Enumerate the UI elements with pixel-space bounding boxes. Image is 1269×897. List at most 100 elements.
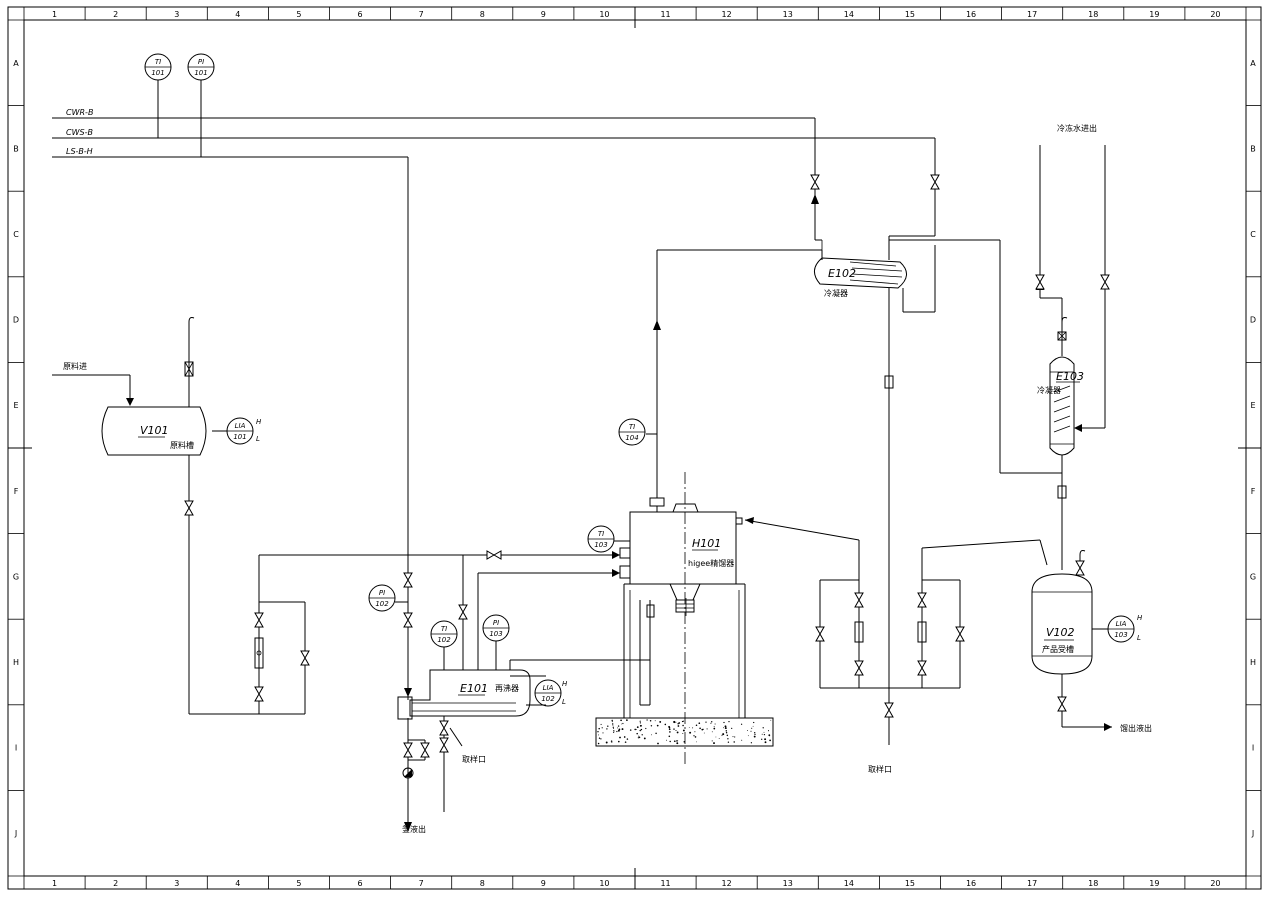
svg-text:H: H	[562, 680, 568, 688]
grid-col-top: 6	[358, 10, 363, 19]
instrument-lia103[interactable]: LIA 103 H L	[1092, 614, 1143, 643]
gate-valve[interactable]	[403, 572, 413, 588]
gate-valve[interactable]	[917, 660, 927, 676]
grid-row-right: G	[1250, 572, 1256, 581]
instrument-lia102[interactable]: LIA 102 H L	[509, 660, 568, 707]
gate-valve[interactable]	[955, 626, 965, 642]
grid-col-top: 10	[599, 10, 609, 19]
grid-row-left: D	[13, 316, 19, 325]
grid-col-top: 9	[541, 10, 546, 19]
grid-row-left: G	[13, 572, 19, 581]
grid-col-top: 8	[480, 10, 485, 19]
condenser-e103[interactable]: E103 冷凝器	[1037, 317, 1084, 571]
instrument-pi102[interactable]: PI 102	[368, 584, 408, 612]
v101-tag: V101	[140, 424, 169, 437]
grid-row-left: A	[13, 59, 19, 68]
e102-cooling	[811, 118, 1062, 474]
higee-h101[interactable]: H101 higee精馏器	[619, 472, 743, 765]
gate-valve[interactable]	[815, 626, 825, 642]
svg-text:102: 102	[437, 636, 451, 644]
cws-line-label: CWS-B	[66, 128, 93, 137]
grid-row-right: I	[1252, 744, 1254, 753]
gate-valve[interactable]	[930, 174, 940, 190]
gate-valve[interactable]	[1075, 560, 1085, 576]
gate-valve[interactable]	[917, 592, 927, 608]
instrument-pi103[interactable]: PI 103	[482, 614, 510, 670]
grid-col-top: 14	[844, 10, 854, 19]
grid-row-right: D	[1250, 316, 1256, 325]
svg-text:101: 101	[233, 433, 246, 441]
grid-col-bottom: 15	[905, 879, 915, 888]
e103-tag: E103	[1056, 370, 1084, 383]
grid-row-right: J	[1251, 829, 1254, 838]
gate-valve[interactable]	[884, 702, 894, 718]
gate-valve[interactable]	[300, 650, 310, 666]
gate-valve[interactable]	[403, 742, 413, 758]
grid-row-right: B	[1250, 144, 1256, 153]
instrument-ti101[interactable]: TI 101	[144, 53, 172, 81]
grid-col-top: 4	[235, 10, 240, 19]
svg-text:L: L	[256, 435, 260, 443]
gate-valve[interactable]	[254, 612, 264, 628]
grid-col-top: 7	[419, 10, 424, 19]
grid-col-bottom: 18	[1088, 879, 1098, 888]
h101-tag: H101	[692, 537, 721, 550]
instrument-pi101[interactable]: PI 101	[187, 53, 215, 81]
gate-valve[interactable]	[854, 660, 864, 676]
condenser-e102[interactable]: E102 冷凝器	[814, 257, 907, 298]
gate-valve[interactable]	[184, 500, 194, 516]
grid-row-left: E	[13, 401, 18, 410]
grid-col-top: 19	[1149, 10, 1159, 19]
grid-col-top: 16	[966, 10, 976, 19]
h101-stand	[595, 583, 774, 747]
vessel-v101[interactable]: V101 原料槽	[101, 406, 207, 456]
svg-text:PI: PI	[493, 619, 499, 627]
svg-text:TI: TI	[155, 58, 161, 66]
vessel-v102[interactable]: V102 产品受槽 馏出液出	[1031, 550, 1152, 734]
instrument-lia101[interactable]: LIA 101 H L	[212, 417, 262, 445]
svg-text:TI: TI	[629, 423, 635, 431]
instrument-ti102[interactable]: TI 102	[430, 620, 458, 670]
grid-col-bottom: 10	[599, 879, 609, 888]
gate-valve[interactable]	[854, 592, 864, 608]
gate-valve[interactable]	[1035, 274, 1045, 290]
svg-text:102: 102	[375, 600, 389, 608]
gate-valve[interactable]	[486, 550, 502, 560]
reboiler-connections	[462, 551, 655, 706]
feed-in-label: 原料进	[63, 361, 87, 371]
gate-valve[interactable]	[1057, 696, 1067, 712]
gate-valve[interactable]	[810, 174, 820, 190]
reboiler-e101[interactable]: E101 再沸器	[397, 669, 531, 720]
grid-row-right: H	[1250, 658, 1256, 667]
grid-row-left: I	[15, 744, 17, 753]
grid-col-top: 15	[905, 10, 915, 19]
steam-line: 釜液出	[402, 157, 426, 834]
svg-text:103: 103	[1114, 631, 1127, 639]
svg-text:TI: TI	[598, 530, 604, 538]
svg-text:101: 101	[151, 69, 164, 77]
vapor-line	[646, 249, 823, 498]
h101-name: higee精馏器	[688, 558, 734, 568]
grid-col-bottom: 9	[541, 879, 546, 888]
gate-valve[interactable]	[254, 686, 264, 702]
grid-row-right: F	[1251, 487, 1256, 496]
gate-valve[interactable]	[403, 612, 413, 628]
svg-text:101: 101	[194, 69, 207, 77]
gate-valve[interactable]	[439, 720, 449, 736]
grid-col-bottom: 20	[1210, 879, 1220, 888]
valves	[184, 174, 1110, 758]
grid-col-bottom: 4	[235, 879, 240, 888]
grid-row-right: A	[1250, 59, 1256, 68]
instrument-ti104[interactable]: TI 104	[618, 418, 646, 446]
gate-valve[interactable]	[439, 737, 449, 753]
grid-col-top: 17	[1027, 10, 1037, 19]
gate-valve[interactable]	[458, 604, 468, 620]
grid-col-bottom: 2	[113, 879, 118, 888]
gate-valve[interactable]	[420, 742, 430, 758]
grid-row-right: E	[1250, 401, 1255, 410]
gate-valve[interactable]	[1100, 274, 1110, 290]
v102-tag: V102	[1046, 626, 1075, 639]
instrument-ti103[interactable]: TI 103	[587, 525, 630, 553]
